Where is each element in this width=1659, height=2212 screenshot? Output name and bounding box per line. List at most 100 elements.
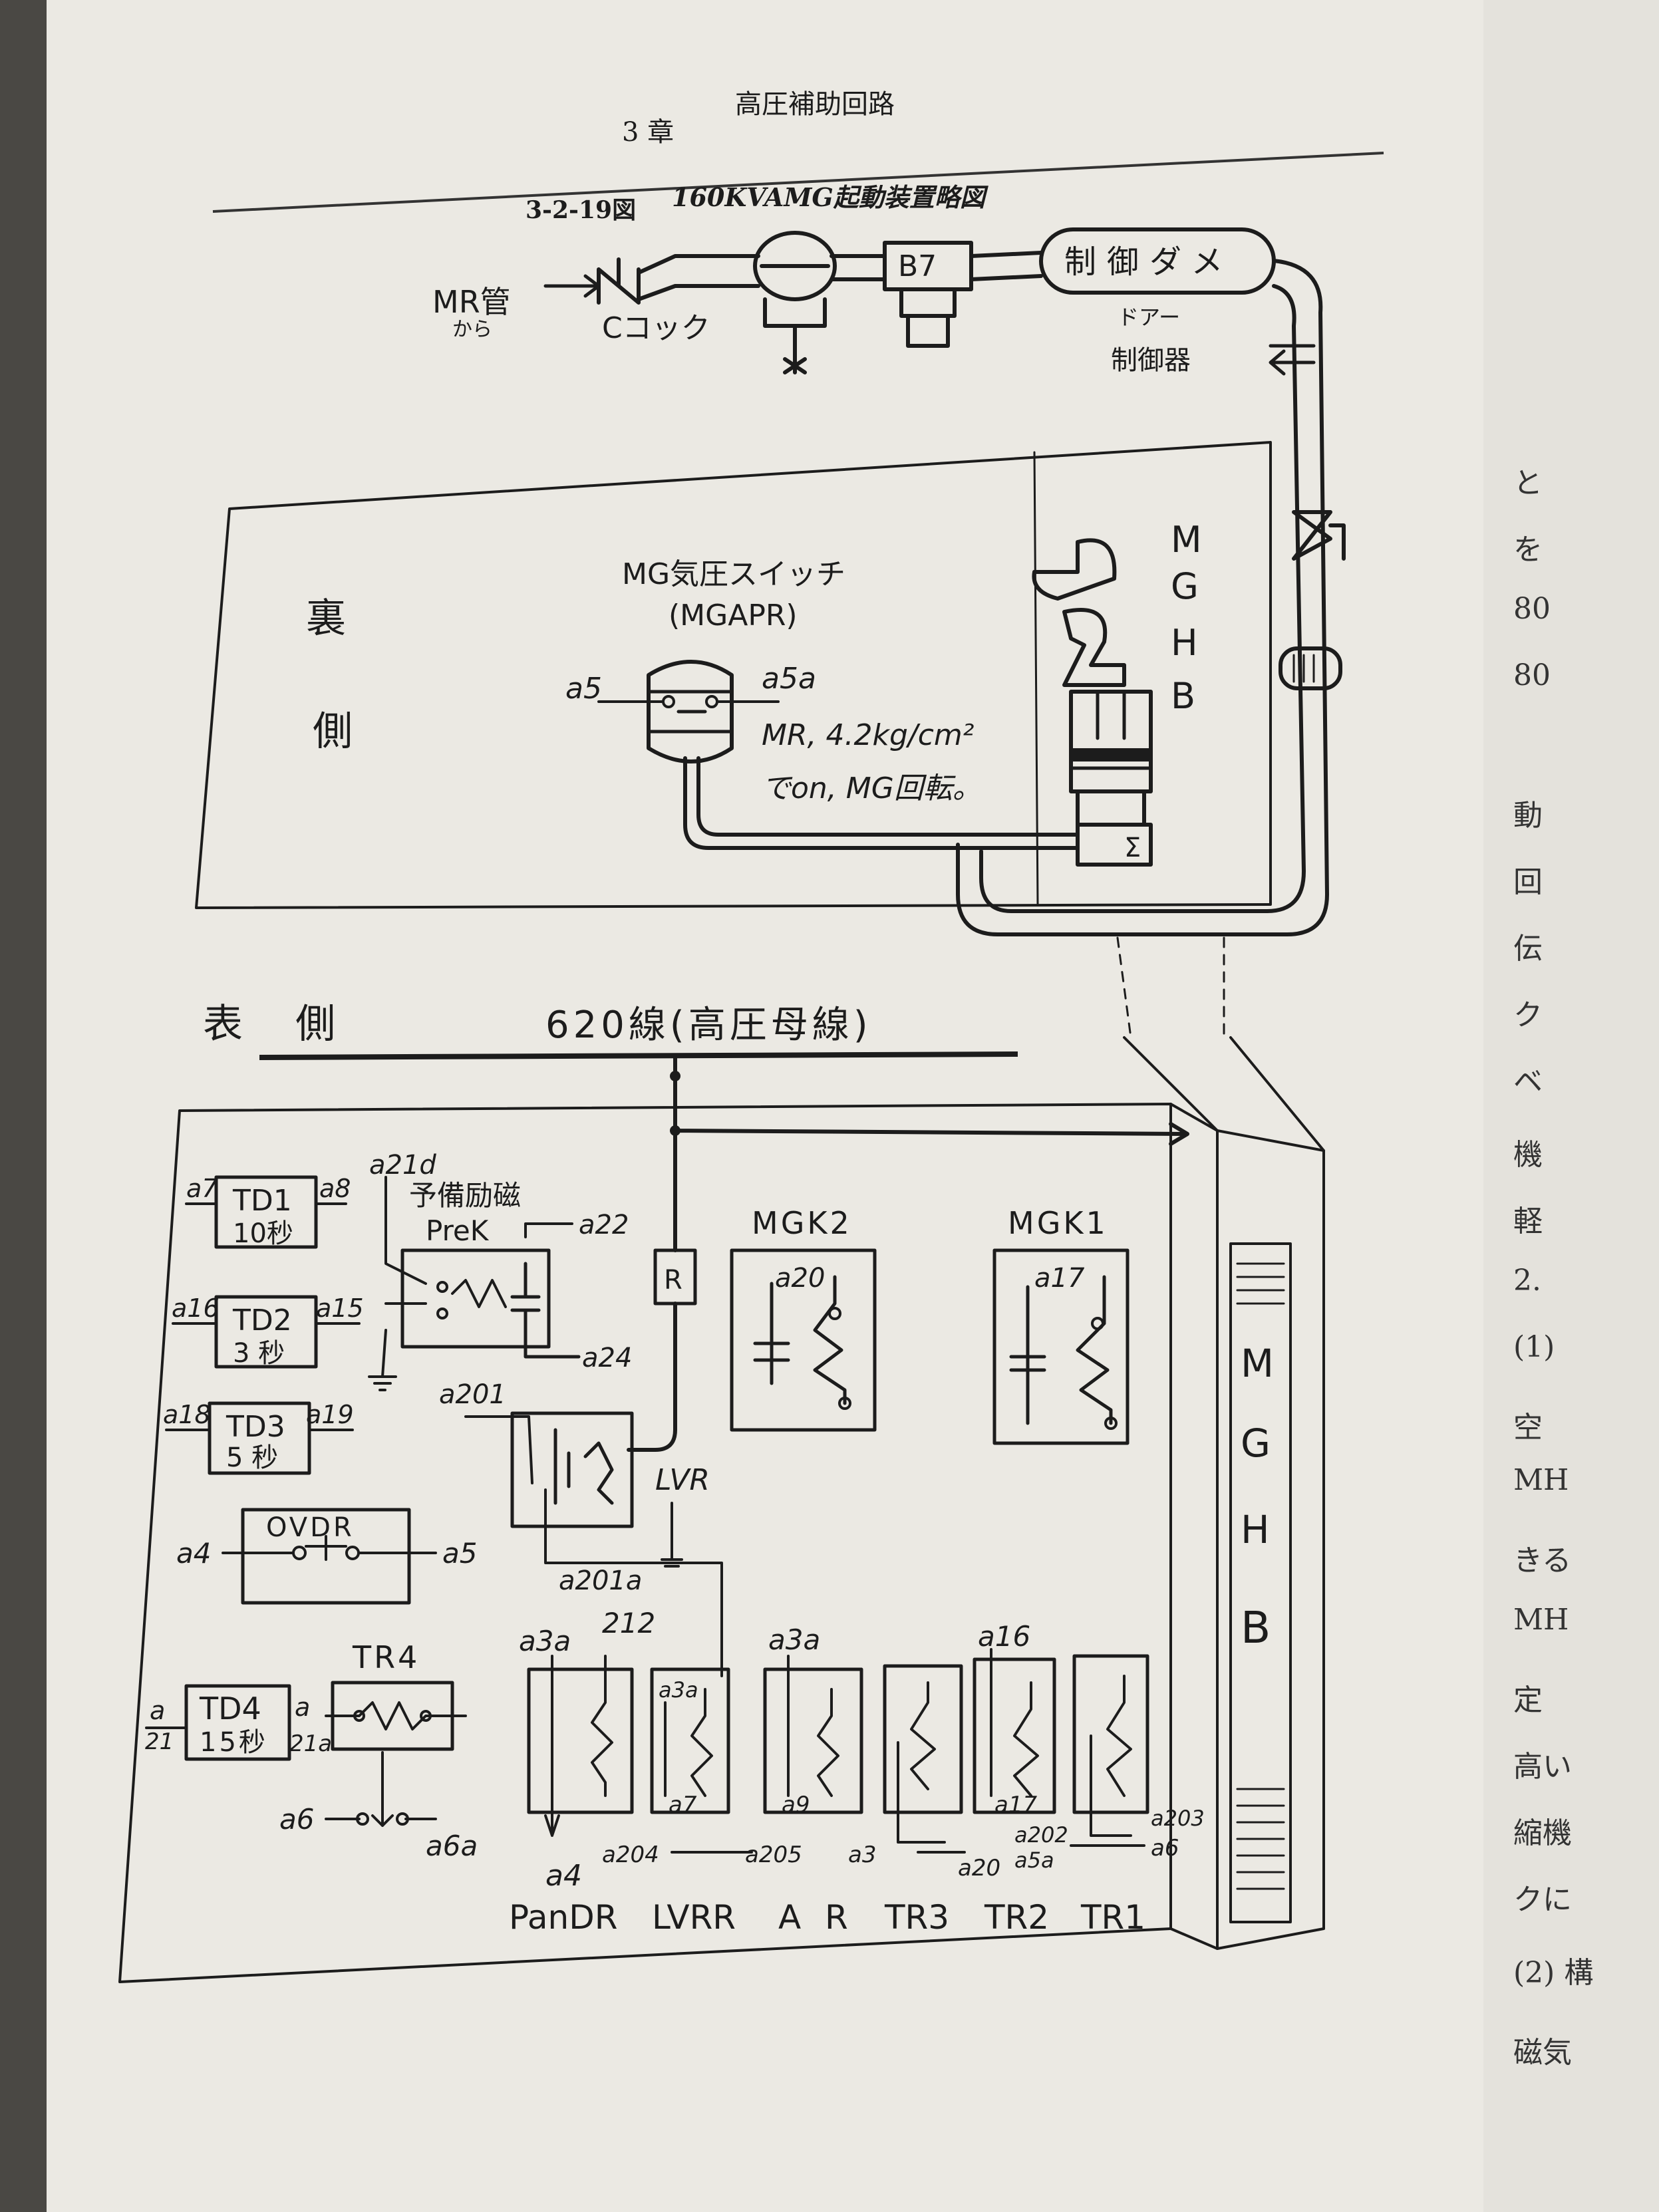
b7-label: B7 <box>898 249 937 283</box>
chapter-title: 高圧補助回路 <box>735 89 895 120</box>
b7-base <box>899 287 957 318</box>
high-voltage-bus <box>259 1051 1018 1060</box>
lvr-bottom-terminal: a201a <box>559 1566 642 1596</box>
c-cock-label: Cコック <box>602 311 710 345</box>
relay-top-terminal-1: a3a <box>519 1625 571 1657</box>
mghb-piston <box>1071 748 1151 761</box>
relay-bottom-terminal-5: a20 <box>958 1855 1000 1881</box>
back-side-panel: 裏 側 MG気圧スイッチ (MGAPR) a5 a5a MR, 4.2kg/cm… <box>195 441 1272 1039</box>
facing-page-text-3: 80 <box>1513 592 1551 626</box>
mr-arrow <box>543 274 601 298</box>
facing-page-text-19: 高い <box>1513 1750 1572 1784</box>
door-controller-arrow <box>1269 344 1316 376</box>
mgapr-contact-right <box>705 695 718 708</box>
relay-top-terminal-2: 212 <box>602 1607 655 1639</box>
tr2-relay-symbols <box>990 1648 1039 1797</box>
bus-line-label: 620線(高圧母線) <box>545 1004 872 1047</box>
feeder-wire <box>673 1055 1186 1252</box>
mgapr-left-terminal: a5 <box>565 672 602 706</box>
facing-page-text-5: 動 <box>1513 799 1543 833</box>
prek-right-bottom-terminal: a24 <box>582 1343 632 1373</box>
mgk2-coil-top <box>828 1307 841 1320</box>
mghb-linkage <box>1116 936 1225 1039</box>
facing-page-text-20: 縮機 <box>1513 1816 1572 1850</box>
tr3-relay-box <box>883 1664 963 1814</box>
relay-name-pandr: PanDR <box>509 1898 617 1937</box>
facing-page <box>1483 0 1659 2212</box>
td4-left-terminal-2: 21 <box>145 1728 174 1755</box>
control-reservoir-label: 制御ダメ <box>1064 243 1234 281</box>
resistor-to-lvr <box>627 1302 677 1452</box>
pipe-right-return <box>956 259 1329 936</box>
mgapr-title: MG気圧スイッチ <box>622 557 845 591</box>
facing-page-text-15: MH <box>1513 1463 1569 1497</box>
prek-top-terminal: a21d <box>369 1150 436 1180</box>
relay-name-a: A <box>778 1898 801 1937</box>
facing-page-text-23: 磁気 <box>1513 2036 1572 2070</box>
ovdr-right-terminal: a5 <box>442 1537 477 1570</box>
lvr-bottom-leads <box>544 1488 723 1677</box>
a-relay-symbols <box>787 1655 839 1797</box>
relay-bottom-terminal-1: a4 <box>545 1859 582 1893</box>
mgapr-contacts <box>647 690 734 734</box>
prek-node-1 <box>436 1281 448 1293</box>
mgk1-terminal: a17 <box>1034 1263 1085 1294</box>
pipe-segment <box>830 254 887 281</box>
facing-page-text-17: MH <box>1513 1603 1569 1637</box>
tr1-relay-symbols <box>1090 1675 1132 1837</box>
tr4-contact <box>325 1751 437 1827</box>
prek-contact <box>510 1262 581 1359</box>
ovdr-contact <box>222 1535 437 1561</box>
relay-bottom-terminal-7: a5a <box>1014 1848 1054 1873</box>
relay-bottom-contacts <box>671 1844 1145 1854</box>
facing-page-text-12: 2. <box>1513 1264 1541 1298</box>
chapter-number: 3 章 <box>622 117 674 148</box>
a-relay-box <box>763 1667 863 1814</box>
facing-page-text-1: と <box>1513 466 1543 500</box>
mghb-front-plate <box>1229 1242 1292 1923</box>
tr4-node-left <box>353 1710 365 1722</box>
td3-right-terminal: a19 <box>306 1400 354 1429</box>
facing-page-text-10: 機 <box>1513 1138 1543 1172</box>
prek-right-top-terminal: a22 <box>579 1210 629 1240</box>
relay-name-tr1: TR1 <box>1080 1898 1145 1937</box>
td2-time: 3 秒 <box>233 1338 285 1369</box>
tr4-name: TR4 <box>352 1639 420 1675</box>
lvr-box <box>510 1411 634 1528</box>
prek-title: 予備励磁 <box>409 1179 521 1212</box>
drain-cock <box>760 264 830 374</box>
facing-page-text-9: ベ <box>1513 1065 1543 1099</box>
td4-right-terminal-2: 21a <box>289 1730 332 1757</box>
td1-name: TD1 <box>232 1184 292 1218</box>
mghb-cylinder <box>1069 690 1153 793</box>
lvr-top-lead <box>464 1415 533 1484</box>
mgapr-pipe <box>683 756 1080 850</box>
mgk2-coil-bottom <box>838 1397 851 1410</box>
mghb-back-letter-g: G <box>1171 565 1199 607</box>
mgapr-abbr: (MGAPR) <box>669 599 798 632</box>
td4-right-terminal-1: a <box>295 1693 310 1722</box>
facing-page-text-18: 定 <box>1513 1683 1543 1717</box>
back-panel-outline <box>195 441 1272 909</box>
back-panel-divider <box>1033 451 1039 906</box>
mghb-magnet-valve <box>1076 823 1153 867</box>
td3-left-terminal: a18 <box>163 1400 211 1429</box>
mgk1-coil-top <box>1091 1317 1104 1330</box>
tr4-contact-right <box>396 1812 409 1826</box>
resistor-label: R <box>664 1265 682 1296</box>
relay-bottom-terminal-2: a204 <box>602 1842 659 1868</box>
mghb-back-letter-m: M <box>1171 519 1202 561</box>
td4-time: 15秒 <box>200 1727 268 1758</box>
mghb-rod <box>1069 690 1153 770</box>
td1-left-terminal: a7 <box>186 1174 218 1203</box>
facing-page-text-6: 回 <box>1513 865 1543 899</box>
relay-top-terminal-4: a16 <box>978 1620 1030 1653</box>
mghb-front-letter-m: M <box>1241 1341 1274 1386</box>
mgk1-coil-bottom <box>1104 1417 1118 1430</box>
mgapr-note-1: MR, 4.2kg/cm² <box>762 718 974 752</box>
ovdr-contact-left <box>292 1546 307 1560</box>
td3-time: 5 秒 <box>226 1443 278 1473</box>
pipe-segment <box>969 251 1043 281</box>
mgk1-box <box>992 1248 1130 1445</box>
mgapr-switch <box>647 660 734 763</box>
